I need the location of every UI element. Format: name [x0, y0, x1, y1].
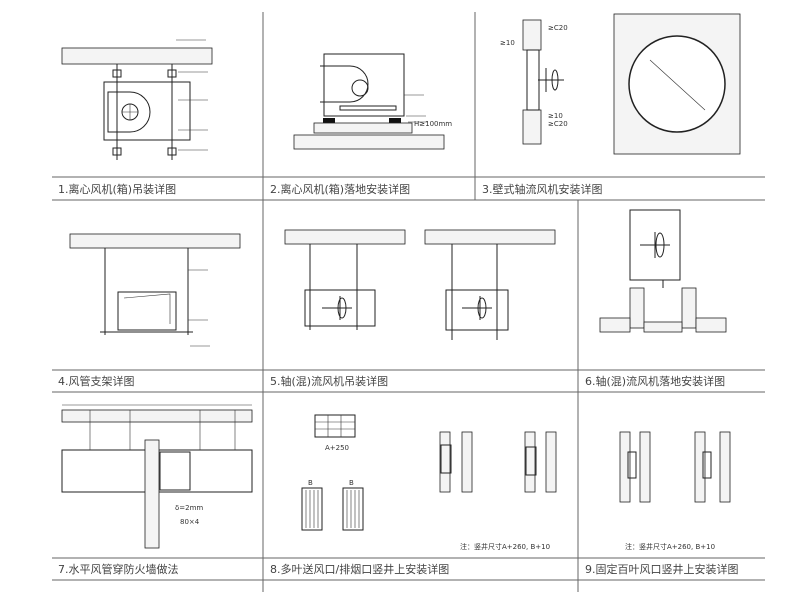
- caption-panel-6: 6.轴(混)流风机落地安装详图: [585, 374, 725, 388]
- dim-text: B: [349, 479, 354, 487]
- dim-text: ≥C20: [548, 120, 568, 128]
- dim-text: H≥100mm: [414, 120, 452, 128]
- dim-text: 80×4: [180, 518, 200, 526]
- panel-3-wall-axial-fan: ≥C20 ≥C20 ≥10 ≥10: [500, 13, 741, 155]
- panel-9-fixed-louver-vent: 注：竖井尺寸A+260, B+10: [619, 431, 731, 551]
- dim-text: B: [308, 479, 313, 487]
- panel-1-centrifugal-fan-hanging: [61, 39, 213, 160]
- note-text: 注：竖井尺寸A+260, B+10: [460, 542, 550, 551]
- panel-7-fire-wall-duct: δ=2mm 80×4: [61, 404, 253, 549]
- caption-panel-8: 8.多叶送风口/排烟口竖井上安装详图: [270, 562, 449, 576]
- sheet-grid: [52, 12, 765, 592]
- caption-panel-7: 7.水平风管穿防火墙做法: [58, 562, 179, 576]
- caption-panel-2: 2.离心风机(箱)落地安装详图: [270, 182, 410, 196]
- caption-panel-3: 3.壁式轴流风机安装详图: [482, 182, 603, 196]
- panel-5-axial-fan-hanging: [284, 229, 556, 340]
- dim-text: ≥C20: [548, 24, 568, 32]
- panel-8-multi-blade-vent: A+250 B B 注：竖井尺寸A+260, B+10: [301, 414, 557, 551]
- panel-6-axial-fan-floor: [599, 209, 727, 333]
- dim-text: δ=2mm: [175, 504, 203, 512]
- dim-text: A+250: [325, 444, 349, 452]
- panel-2-centrifugal-fan-floor: H≥100mm: [293, 53, 452, 150]
- caption-panel-5: 5.轴(混)流风机吊装详图: [270, 374, 388, 388]
- caption-panel-9: 9.固定百叶风口竖井上安装详图: [585, 562, 739, 576]
- dim-text: ≥10: [548, 112, 563, 120]
- panel-4-duct-support: [69, 233, 241, 347]
- note-text: 注：竖井尺寸A+260, B+10: [625, 542, 715, 551]
- caption-panel-1: 1.离心风机(箱)吊装详图: [58, 182, 176, 196]
- dim-text: ≥10: [500, 39, 515, 47]
- caption-panel-4: 4.风管支架详图: [58, 374, 135, 388]
